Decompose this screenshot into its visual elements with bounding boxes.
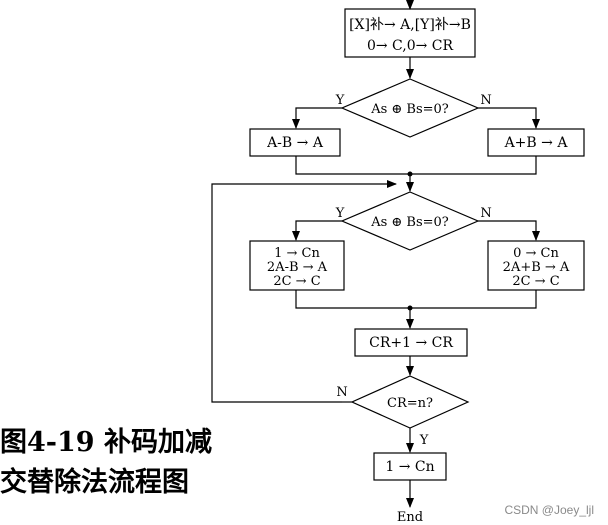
decision2-diamond [340, 191, 480, 251]
add1-text: A+B → A [504, 135, 569, 151]
right-block-line2: 2A+B → A [503, 260, 570, 275]
junction-dot-2 [407, 305, 413, 311]
figure-caption-line1: 图4-19 补码加减 [0, 427, 212, 458]
loop-back-line [211, 180, 397, 403]
merge2-line [295, 290, 537, 309]
merge1-line [295, 156, 537, 175]
decision2-text: As ⊕ Bs=0? [370, 215, 449, 230]
right-block-line3: 2C → C [512, 274, 559, 289]
decision2-no-label: N [480, 206, 491, 221]
final-text: 1 → Cn [385, 459, 434, 475]
counter-box [354, 328, 468, 357]
init-line2: 0→ C,0→ CR [367, 38, 454, 54]
left-block-line2: 2A-B → A [267, 260, 328, 275]
init-line1: [X]补→ A,[Y]补→B [349, 17, 471, 33]
decision3-no-label: N [336, 385, 347, 400]
decision1-text: As ⊕ Bs=0? [370, 102, 449, 117]
arrow-d1-yes [292, 107, 342, 129]
sub1-text: A-B → A [266, 135, 324, 151]
arrow-d2-yes [292, 220, 342, 241]
decision1-no-label: N [480, 93, 491, 108]
sub1-box [249, 128, 341, 157]
decision3-text: CR=n? [387, 396, 433, 411]
decision2-yes-label: Y [335, 206, 345, 221]
decision3-yes-label: Y [419, 433, 429, 448]
left-block-line1: 1 → Cn [274, 246, 320, 261]
arrow-d2-no [478, 220, 540, 241]
left-block-line3: 2C → C [273, 274, 320, 289]
counter-text: CR+1 → CR [369, 335, 453, 351]
arrow-d1-no [478, 107, 540, 129]
decision1-yes-label: Y [335, 93, 345, 108]
decision1-diamond [340, 78, 480, 138]
watermark: CSDN @Joey_ljl [504, 503, 594, 517]
junction-dot-1 [407, 171, 413, 177]
end-label: End [397, 510, 423, 525]
figure-caption-line2: 交替除法流程图 [0, 467, 189, 498]
right-block-line1: 0 → Cn [513, 246, 559, 261]
left-block-box [249, 240, 345, 291]
